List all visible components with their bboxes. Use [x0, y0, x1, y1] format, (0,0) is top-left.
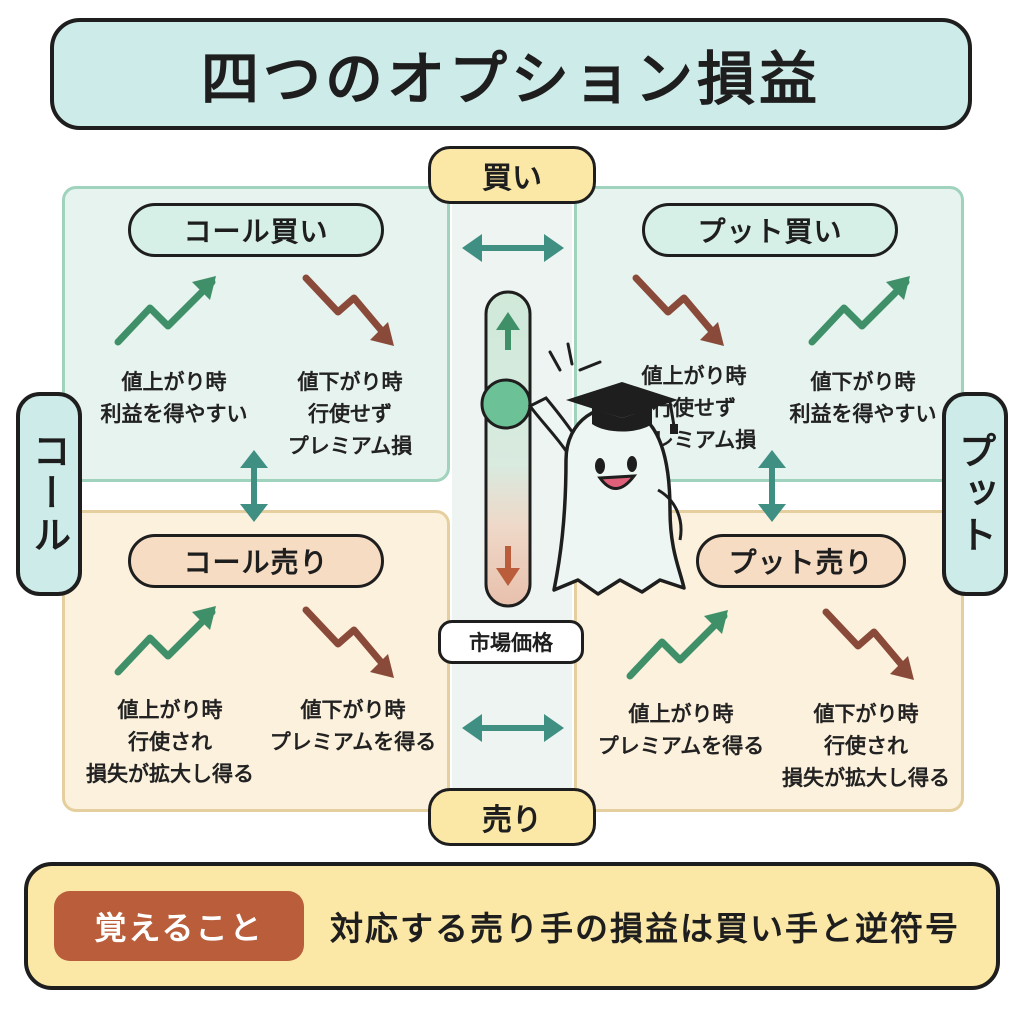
falling-arrow-icon	[302, 274, 394, 346]
graduation-cap-icon	[566, 382, 678, 434]
page-title: 四つのオプション損益	[50, 18, 972, 130]
memo-tag: 覚えること	[54, 891, 304, 961]
rising-arrow-icon	[114, 276, 216, 346]
double-arrow-icon	[240, 450, 268, 522]
falling-arrow-icon	[822, 608, 914, 680]
market-price-slider	[484, 290, 532, 608]
desc-call-sell-rise: 値上がり時 行使され 損失が拡大し得る	[86, 698, 254, 786]
desc-put-buy-rise: 値下がり時 利益を得やすい	[789, 370, 937, 426]
falling-arrow-icon	[302, 606, 394, 678]
desc-call-buy-rise: 値上がり時 利益を得やすい	[100, 370, 248, 426]
axis-label-call: コール	[16, 392, 82, 596]
desc-put-sell-fall: 値下がり時 行使され 損失が拡大し得る	[782, 702, 950, 790]
double-arrow-icon	[462, 234, 564, 262]
label-put-sell: プット売り	[696, 534, 906, 588]
axis-label-put: プット	[942, 392, 1008, 596]
rising-arrow-icon	[114, 606, 216, 676]
market-price-label: 市場価格	[438, 620, 584, 664]
falling-arrow-icon	[632, 274, 724, 346]
axis-label-put-text: プット	[952, 431, 997, 557]
axis-label-buy: 買い	[428, 146, 596, 204]
axis-label-call-text: コール	[26, 431, 71, 557]
desc-call-buy-fall: 値下がり時 行使せず プレミアム損	[287, 370, 413, 458]
axis-label-sell: 売り	[428, 788, 596, 846]
double-arrow-icon	[462, 714, 564, 742]
rising-arrow-icon	[626, 610, 728, 680]
slider-knob	[480, 378, 532, 430]
mascot-ghost-icon	[527, 342, 686, 596]
desc-put-sell-rise: 値上がり時 プレミアムを得る	[597, 702, 765, 758]
memo-box: 覚えること 対応する売り手の損益は買い手と逆符号	[24, 862, 1000, 990]
double-arrow-icon	[758, 450, 786, 522]
memo-text: 対応する売り手の損益は買い手と逆符号	[330, 909, 960, 948]
desc-call-sell-fall: 値下がり時 プレミアムを得る	[269, 698, 437, 754]
label-call-buy: コール買い	[128, 203, 384, 257]
label-call-sell: コール売り	[128, 534, 384, 588]
rising-arrow-icon	[808, 276, 910, 346]
label-put-buy: プット買い	[642, 203, 898, 257]
